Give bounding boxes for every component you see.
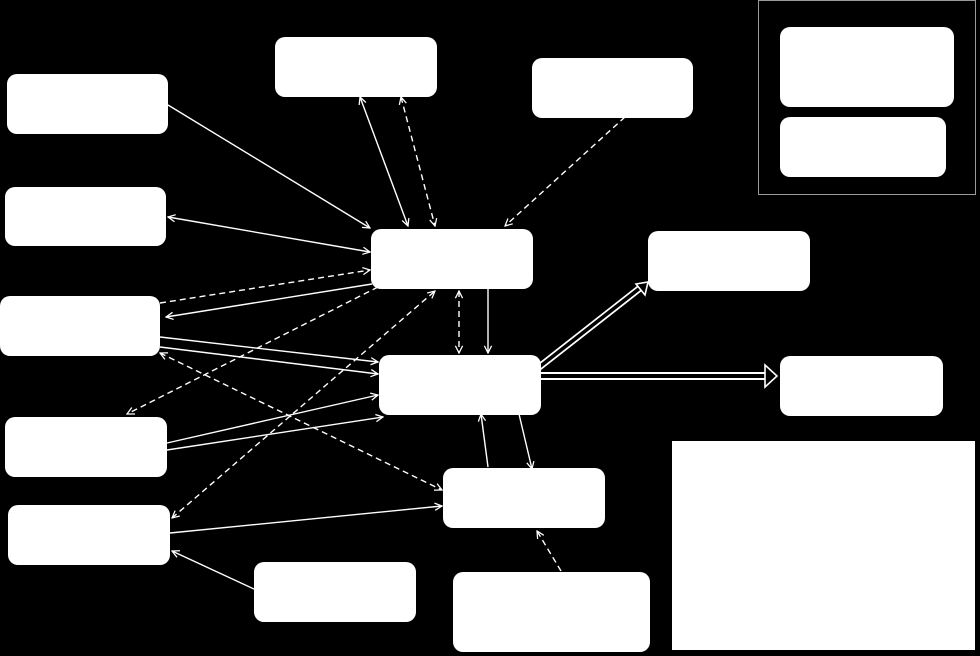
- edge-left1-centerupper: [167, 104, 370, 228]
- legend-node-2: [780, 117, 946, 177]
- node-left-1: [7, 74, 168, 134]
- legend-node-1: [780, 27, 954, 107]
- info-panel: [672, 441, 975, 650]
- node-bottom-center: [443, 468, 605, 528]
- edge-bottomcenter-centerlower: [481, 414, 489, 468]
- node-left-3: [0, 296, 160, 356]
- node-left-2: [5, 187, 166, 246]
- node-left-4: [5, 417, 167, 477]
- node-left-5: [8, 505, 170, 565]
- edge-centerlower-rightupper-double: [535, 281, 650, 371]
- node-center-upper: [371, 229, 533, 289]
- legend-box: [758, 0, 976, 195]
- edge-left3-centerlower-b: [159, 346, 378, 374]
- edge-centerlower-rightlower-double: [541, 363, 779, 389]
- edge-left2-centerupper: [168, 217, 370, 252]
- node-top-right: [532, 58, 693, 118]
- edge-centerupper-left3: [166, 283, 373, 317]
- edge-bottomsmall-left5: [172, 551, 257, 591]
- edge-left5-bottomcenter: [169, 506, 442, 534]
- node-right-upper: [648, 231, 810, 291]
- edge-left4-centerlower-a: [166, 395, 378, 444]
- edge-topright-centerupper-dashed: [505, 116, 626, 226]
- node-top: [275, 37, 437, 97]
- edge-top-centerupper-solid: [360, 97, 408, 226]
- edge-left3-centerlower-a: [159, 336, 378, 362]
- edge-centerlower-bottomcenter: [518, 413, 532, 469]
- node-bottom-large: [453, 572, 650, 652]
- edge-top-centerupper-dashed: [401, 97, 435, 226]
- node-right-lower: [780, 356, 943, 416]
- edge-centerupper-left4-dashed: [127, 286, 379, 414]
- edge-bottomlarge-bottomcenter-dashed: [537, 531, 562, 572]
- edge-left3-centerupper-dashed: [159, 270, 370, 304]
- edge-left5-centerupper-dashed: [172, 291, 435, 518]
- node-bottom-small: [254, 562, 416, 622]
- node-center-lower: [379, 355, 541, 415]
